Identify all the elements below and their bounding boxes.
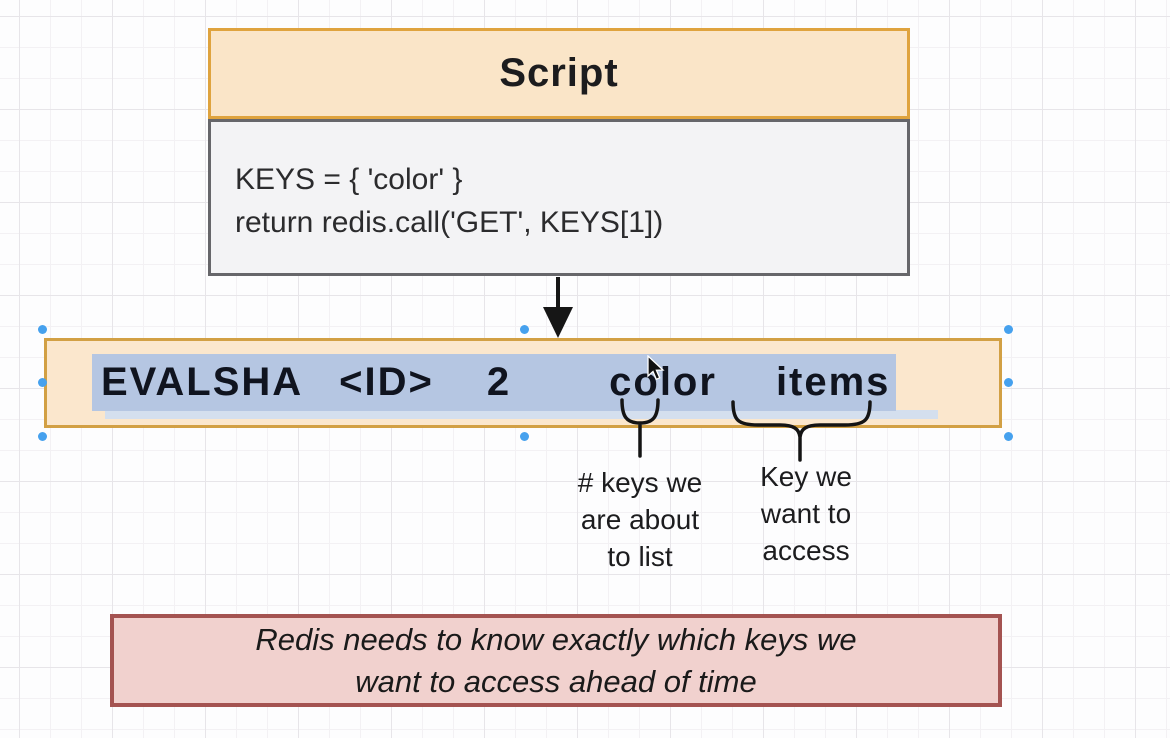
text-selection-secondary	[105, 410, 938, 419]
cmd-token-numkeys: 2	[486, 360, 512, 404]
selection-handle-mid-right[interactable]	[1004, 378, 1013, 387]
note-text: Redis needs to know exactly which keys w…	[255, 621, 857, 699]
selection-handle-top-right[interactable]	[1004, 325, 1013, 334]
selection-handle-bottom-right[interactable]	[1004, 432, 1013, 441]
selection-handle-top-left[interactable]	[38, 325, 47, 334]
down-arrow-connector-icon[interactable]	[534, 277, 582, 339]
cmd-token-items: items	[775, 360, 891, 404]
cmd-token-id: <ID>	[339, 360, 434, 404]
cmd-token-evalsha: EVALSHA	[101, 360, 304, 404]
num-keys-label[interactable]: # keys we are about to list	[577, 467, 703, 572]
evalsha-command-shape[interactable]: EVALSHA <ID> 2 color items	[44, 338, 1002, 428]
text-selection-highlight: EVALSHA <ID> 2 color items	[92, 354, 897, 411]
selection-handle-mid-left[interactable]	[38, 378, 47, 387]
selection-handle-bottom-left[interactable]	[38, 432, 47, 441]
code-line-return: return redis.call('GET', KEYS[1])	[235, 206, 664, 239]
annotation-braces	[620, 398, 872, 462]
mouse-cursor-icon	[647, 355, 665, 381]
num-keys-brace[interactable]	[620, 398, 660, 458]
script-shape[interactable]: Script KEYS = { 'color' } return redis.c…	[208, 28, 910, 276]
keys-brace[interactable]	[731, 400, 872, 462]
selection-handle-top-center[interactable]	[520, 325, 529, 334]
selection-handle-bottom-center[interactable]	[520, 432, 529, 441]
note-shape[interactable]: Redis needs to know exactly which keys w…	[110, 614, 1002, 707]
script-code-panel: KEYS = { 'color' } return redis.call('GE…	[208, 119, 910, 276]
script-header: Script	[208, 28, 910, 119]
key-access-label[interactable]: Key we want to access	[760, 461, 852, 566]
code-line-keys: KEYS = { 'color' }	[235, 163, 463, 196]
cmd-token-color: color	[609, 360, 717, 404]
script-title: Script	[499, 51, 619, 95]
